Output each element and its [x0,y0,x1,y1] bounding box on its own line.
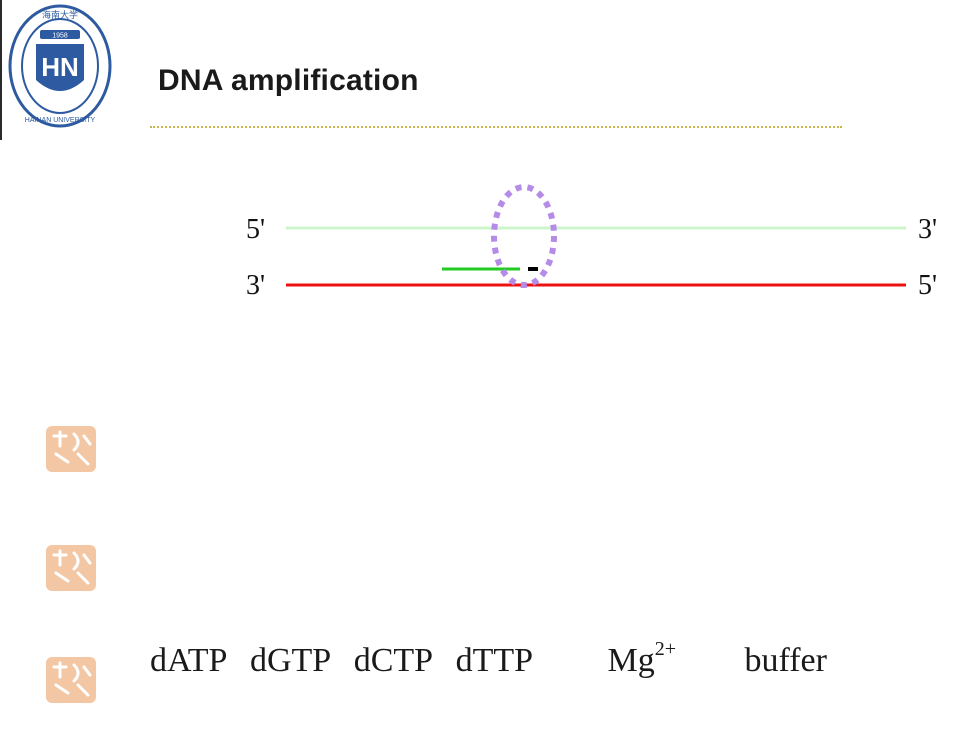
slide-title: DNA amplification [158,64,419,97]
nucleotide-dgtp: dGTP [249,642,332,679]
magnesium-base: Mg [607,642,655,679]
nucleotide-dctp: dCTP [353,642,434,679]
nucleotide-datp: dATP [150,642,228,679]
magnesium-ion: Mg2+ [608,638,677,680]
title-underline [150,126,842,128]
svg-text:HN: HN [41,52,79,82]
svg-text:1958: 1958 [52,33,68,40]
svg-text:海南大学: 海南大学 [42,9,78,21]
magnesium-charge: 2+ [654,638,677,660]
svg-text:HAINAN UNIVERSITY: HAINAN UNIVERSITY [25,117,96,124]
bullet-seal-icon [46,657,96,703]
top-strand-left-label: 5' [246,214,265,245]
bullet-seal-icon [46,545,96,591]
hainan-university-logo: 1958 HN 海南大学 HAINAN UNIVERSITY [8,4,112,128]
top-strand-right-label: 3' [918,214,937,245]
nucleotide-dttp: dTTP [455,642,534,679]
buffer-label: buffer [744,642,827,679]
bullet-seal-icon [46,426,96,472]
bottom-strand-right-label: 5' [918,270,937,301]
left-edge-bar [0,0,2,140]
bottom-strand-left-label: 3' [246,270,265,301]
extension-site-highlight [491,184,557,288]
reaction-components: dATP dGTP dCTP dTTP Mg2+ buffer [150,638,827,680]
